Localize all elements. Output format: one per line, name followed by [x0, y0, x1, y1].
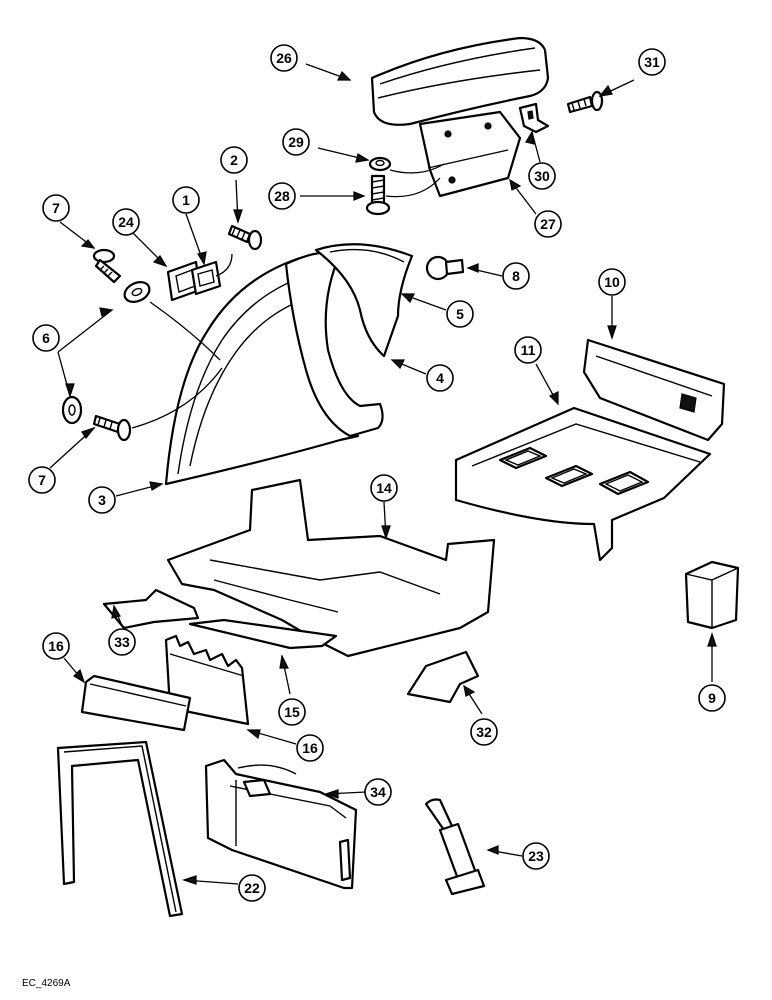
part-6-lower-washer — [61, 395, 83, 425]
callout-27-label: 27 — [540, 216, 556, 232]
callout-29: 29 — [282, 128, 310, 156]
callout-29-label: 29 — [288, 134, 304, 150]
callout-2-label: 2 — [230, 152, 238, 168]
part-7-upper-bolt — [92, 248, 122, 284]
callout-16-left-label: 16 — [48, 638, 64, 654]
callout-7-lower: 7 — [28, 466, 56, 494]
part-27-bracket — [418, 110, 522, 198]
callout-3: 3 — [88, 486, 116, 514]
callout-30-label: 30 — [534, 168, 550, 184]
callout-4: 4 — [426, 364, 454, 392]
callout-33: 33 — [108, 628, 136, 656]
part-16-flat-panel — [80, 674, 192, 732]
callout-28-label: 28 — [274, 188, 290, 204]
callout-4-label: 4 — [436, 370, 444, 386]
callout-7-upper: 7 — [42, 194, 70, 222]
part-1-clip — [190, 260, 222, 296]
callout-6: 6 — [32, 324, 60, 352]
arrow-heads — [65, 70, 717, 885]
part-34-storage-bin — [204, 758, 358, 890]
callout-16-center: 16 — [296, 734, 324, 762]
callout-27: 27 — [534, 210, 562, 238]
callout-31-label: 31 — [644, 54, 660, 70]
reference-code: EC_4269A — [22, 978, 71, 989]
callout-9-label: 9 — [708, 690, 716, 706]
callout-22: 22 — [238, 874, 266, 902]
part-29-washer — [368, 156, 392, 172]
part-22-seal — [56, 740, 184, 918]
callout-15: 15 — [278, 698, 306, 726]
part-26-armrest-pad — [370, 36, 550, 126]
callout-8: 8 — [502, 262, 530, 290]
callout-11-label: 11 — [521, 342, 536, 358]
callout-15-label: 15 — [284, 704, 300, 720]
callout-26-label: 26 — [276, 50, 292, 66]
part-6-upper-washer — [123, 281, 151, 303]
part-11-platform — [454, 406, 712, 562]
part-3-fender — [164, 256, 360, 486]
part-15-strip — [188, 618, 338, 650]
callout-31: 31 — [638, 48, 666, 76]
callout-22-label: 22 — [244, 880, 260, 896]
part-28-bolt — [365, 174, 391, 216]
callout-16-left: 16 — [42, 632, 70, 660]
callout-34: 34 — [364, 778, 392, 806]
callout-14: 14 — [370, 474, 398, 502]
callout-2: 2 — [220, 146, 248, 174]
callout-24-label: 24 — [118, 214, 134, 230]
callout-24: 24 — [112, 208, 140, 236]
part-2-screw — [227, 224, 263, 251]
callout-8-label: 8 — [512, 268, 520, 284]
callout-14-label: 14 — [376, 480, 392, 496]
callout-30: 30 — [528, 162, 556, 190]
callout-32-label: 32 — [476, 724, 492, 740]
callout-23-label: 23 — [528, 848, 544, 864]
callout-23: 23 — [522, 842, 550, 870]
callout-10: 10 — [598, 268, 626, 296]
callout-28: 28 — [268, 182, 296, 210]
callout-16-center-label: 16 — [302, 740, 318, 756]
callout-10-label: 10 — [604, 274, 620, 290]
callout-5: 5 — [446, 300, 474, 328]
callout-1-label: 1 — [182, 192, 190, 208]
callout-1: 1 — [172, 186, 200, 214]
part-23-sealant-tube — [424, 798, 486, 896]
part-9-block — [684, 560, 740, 630]
part-32-mat — [406, 650, 480, 704]
callout-11: 11 — [514, 336, 542, 364]
callout-9: 9 — [698, 684, 726, 712]
callout-32: 32 — [470, 718, 498, 746]
callout-7-upper-label: 7 — [52, 200, 60, 216]
part-33-small-mat — [102, 588, 200, 630]
part-10-rear-panel — [582, 338, 726, 442]
callout-5-label: 5 — [456, 306, 464, 322]
callout-6-label: 6 — [42, 330, 50, 346]
callout-33-label: 33 — [114, 634, 130, 650]
callout-3-label: 3 — [98, 492, 106, 508]
part-30-clip — [518, 102, 550, 134]
callout-26: 26 — [270, 44, 298, 72]
callout-7-lower-label: 7 — [38, 472, 46, 488]
callout-34-label: 34 — [370, 784, 386, 800]
part-8-plug — [425, 255, 465, 281]
part-5-trim — [314, 243, 414, 358]
part-7-lower-bolt — [92, 414, 132, 442]
part-14-floor-mat — [166, 478, 496, 658]
part-31-screw — [566, 90, 604, 114]
